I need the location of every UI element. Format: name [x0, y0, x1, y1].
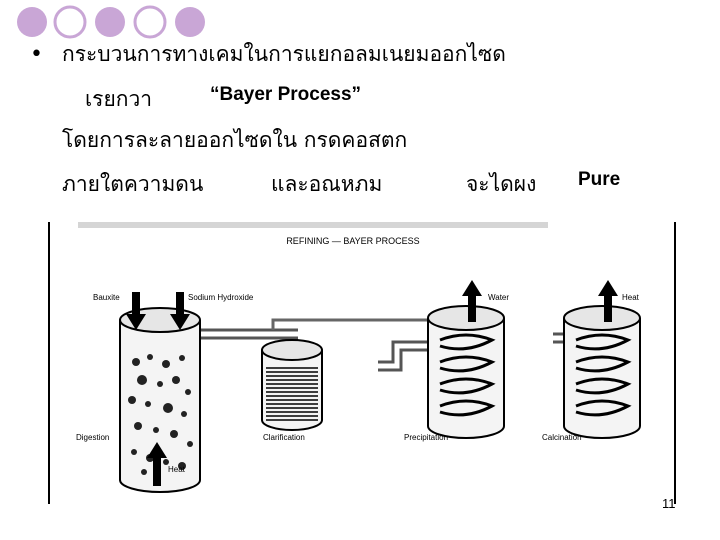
diagram-title: REFINING — BAYER PROCESS	[286, 236, 419, 246]
decor-circle	[17, 7, 47, 37]
stage-label-digestion: Digestion	[76, 433, 109, 442]
heat-output-arrow	[598, 280, 618, 322]
bayer-process-term: “Bayer Process”	[210, 84, 362, 105]
text-line-4b: และอณหภม	[271, 172, 383, 196]
bullet-marker: •	[30, 42, 43, 67]
page-number: 11	[662, 496, 676, 511]
text-line-2: เรยกวา	[85, 87, 153, 111]
water-label: Water	[488, 293, 509, 302]
precipitation-tank	[427, 305, 505, 439]
heat-input-label: Heat	[168, 465, 186, 474]
stage-label-clarification: Clarification	[263, 433, 305, 442]
heat-output-label: Heat	[622, 293, 640, 302]
sodium-hydroxide-label: Sodium Hydroxide	[188, 293, 254, 302]
bauxite-arrow	[126, 292, 146, 330]
decor-circle	[53, 5, 87, 39]
text-line-3: โดยการละลายออกไซดใน กรดคอสตก	[62, 128, 408, 152]
decorative-circles	[17, 5, 205, 39]
bayer-process-diagram: REFINING — BAYER PROCESS Bauxite Sodium	[48, 222, 676, 504]
stage-label-calcination: Calcination	[542, 433, 582, 442]
text-line-1: กระบวนการทางเคมในการแยกอลมเนยมออกไซด	[62, 42, 506, 66]
decor-circle	[133, 5, 167, 39]
bauxite-label: Bauxite	[93, 293, 120, 302]
stage-label-precipitation: Precipitation	[404, 433, 448, 442]
decor-circle	[175, 7, 205, 37]
calcination-tank	[563, 305, 641, 439]
text-line-4c: จะไดผง	[466, 172, 537, 196]
heat-input-arrow	[147, 442, 167, 486]
water-arrow	[462, 280, 482, 322]
text-line-4a: ภายใตความดน	[62, 172, 204, 196]
clarification-tank	[261, 339, 323, 431]
text-line-4d: Pure	[578, 169, 621, 190]
sodium-hydroxide-arrow	[170, 292, 190, 330]
decor-circle	[95, 7, 125, 37]
